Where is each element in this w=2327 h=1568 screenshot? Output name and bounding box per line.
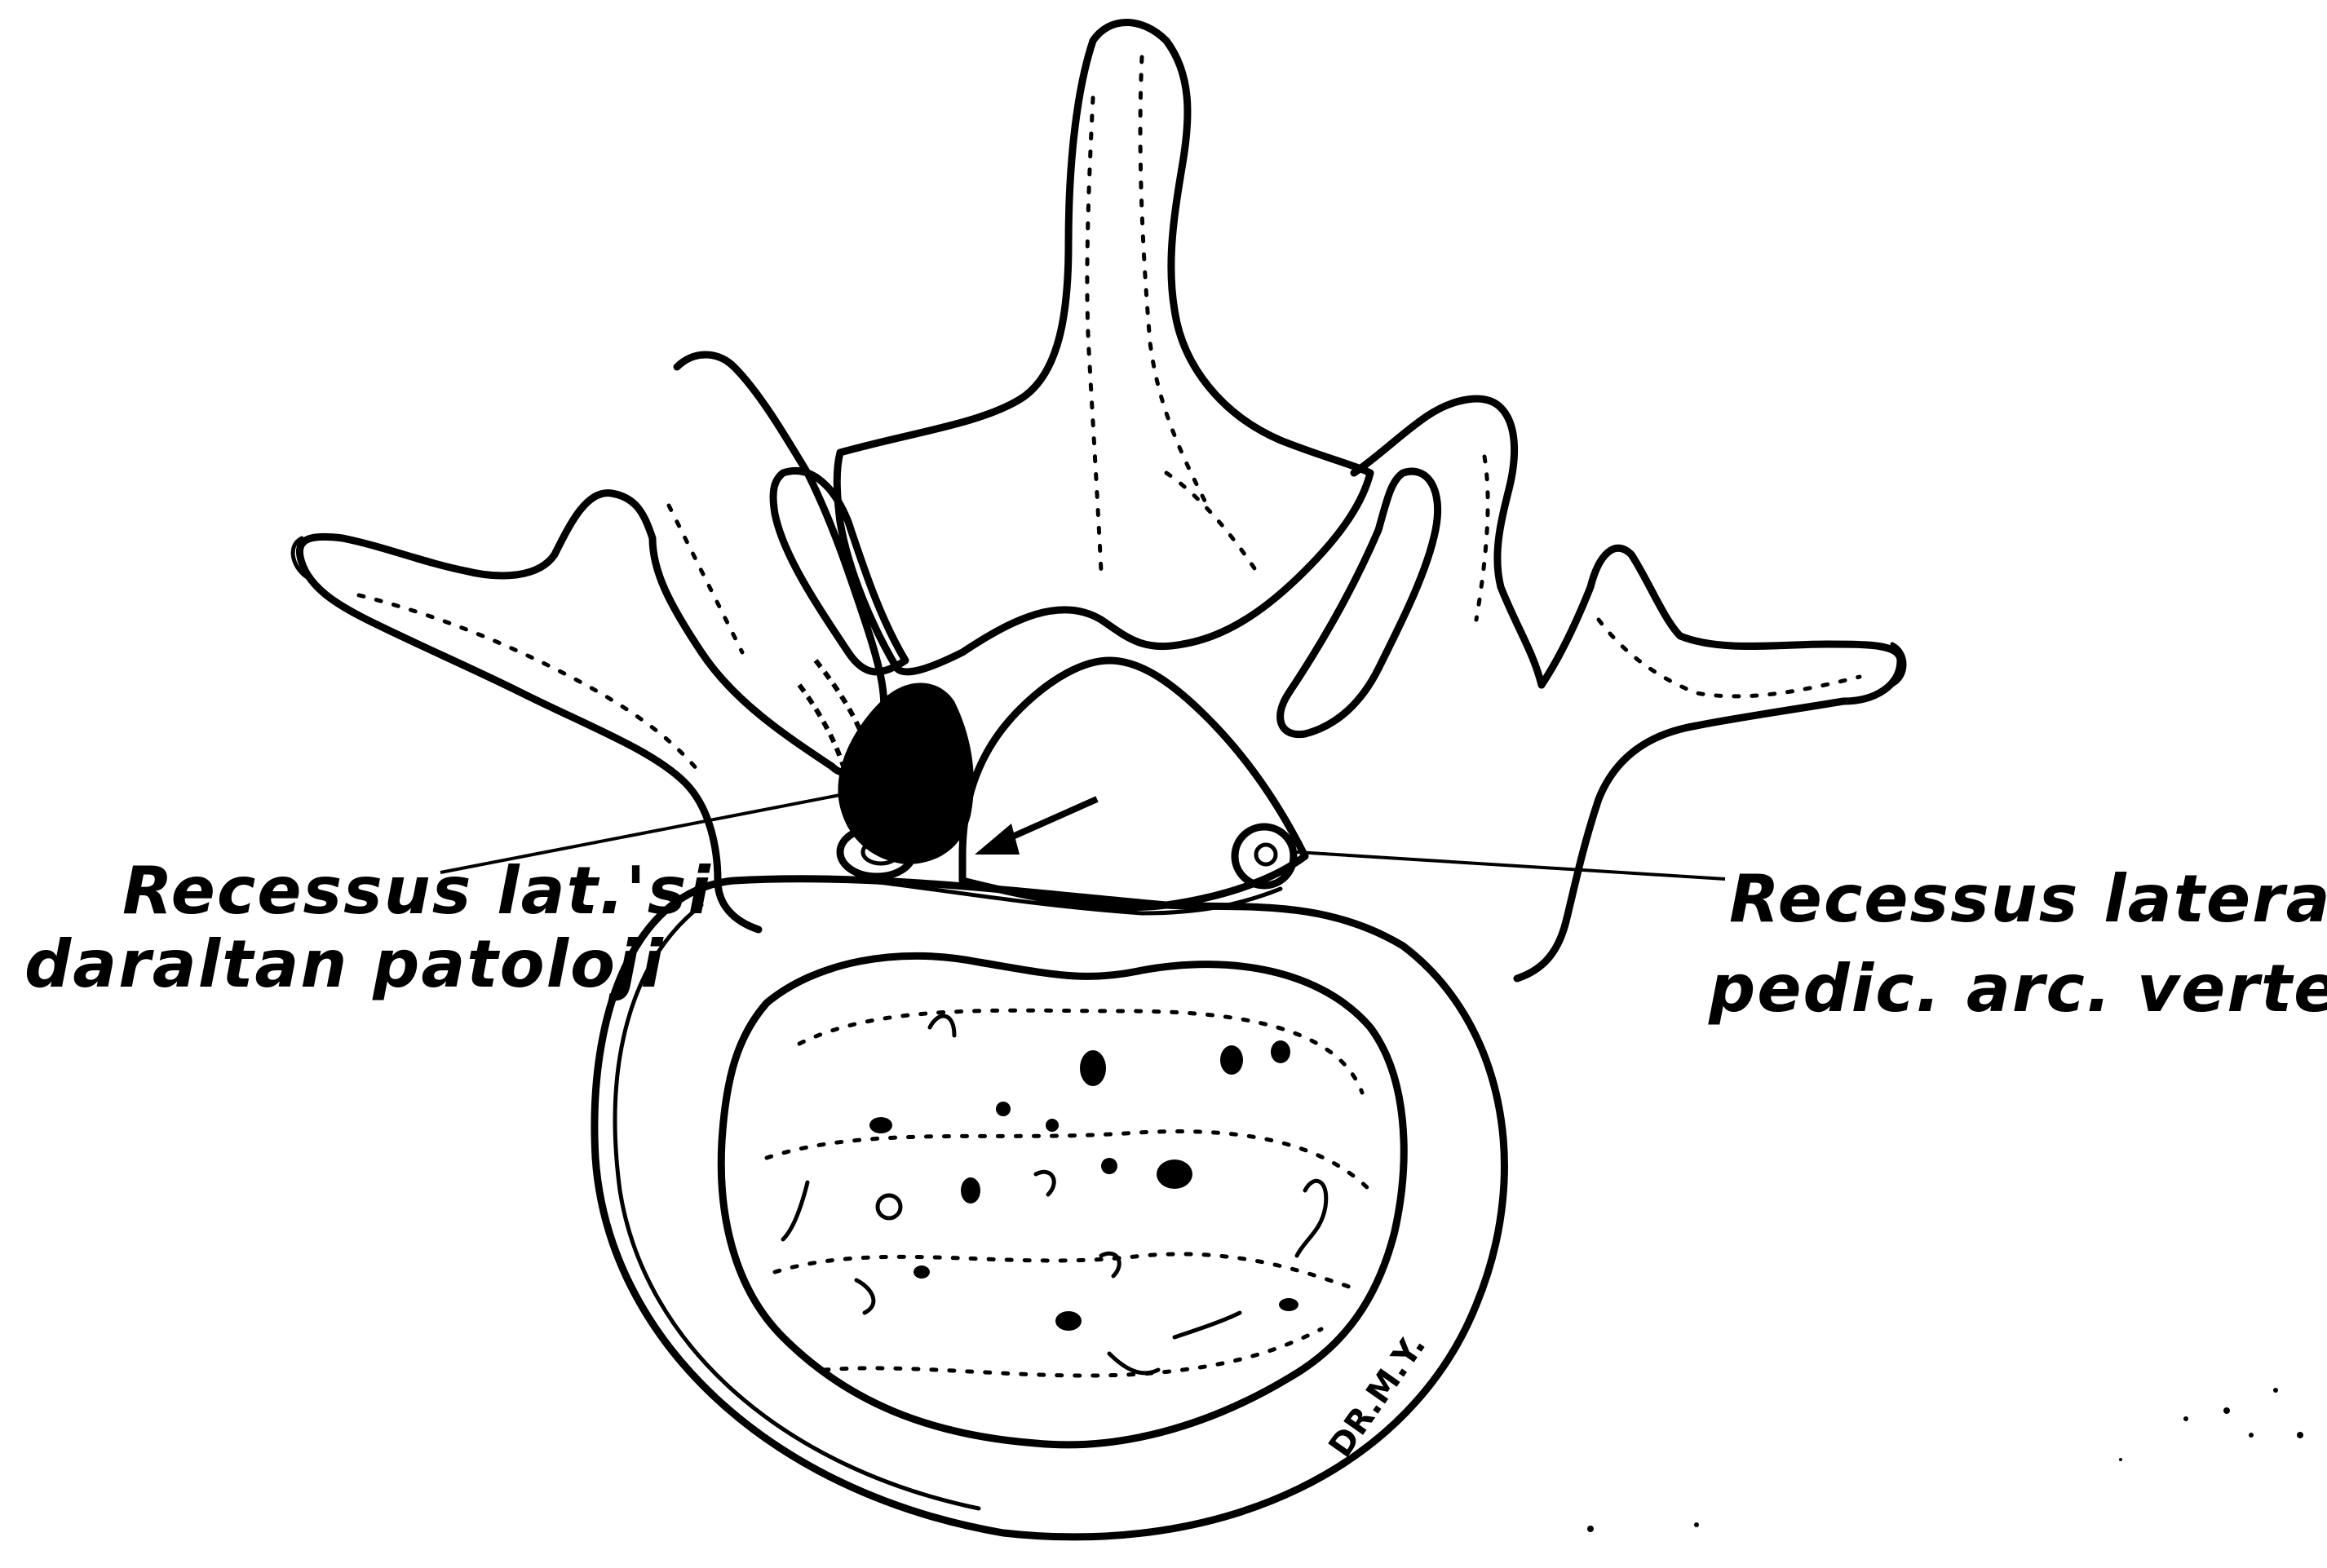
right-label-line1: Recessus lateralis [1729,861,2327,937]
vertebral-canal-outline [962,660,1305,908]
right-nerve-root-inner [1256,845,1276,864]
trabecular-marks [783,1016,1326,1373]
spinous-process [837,23,1370,672]
left-label-line1: Recessus lat.'si [122,853,712,929]
right-articular-process [1281,399,1542,735]
pathology-arrow-head [975,824,1020,855]
paper-speckles [1587,1388,2303,1532]
pathology-arrow [975,799,1097,855]
left-articular-process [677,355,905,773]
left-label-line2: daraltan patoloji [24,926,665,1002]
cancellous-bone [721,956,1404,1445]
right-label-line2: pedic. arc. verteb. [1708,951,2327,1027]
right-lamina-outline [1354,399,1542,685]
spinous-process-outline [837,23,1370,672]
vertebral-body-rim [615,905,979,1508]
right-articular-process-outline [1281,471,1438,735]
right-leader-line [1297,852,1725,879]
